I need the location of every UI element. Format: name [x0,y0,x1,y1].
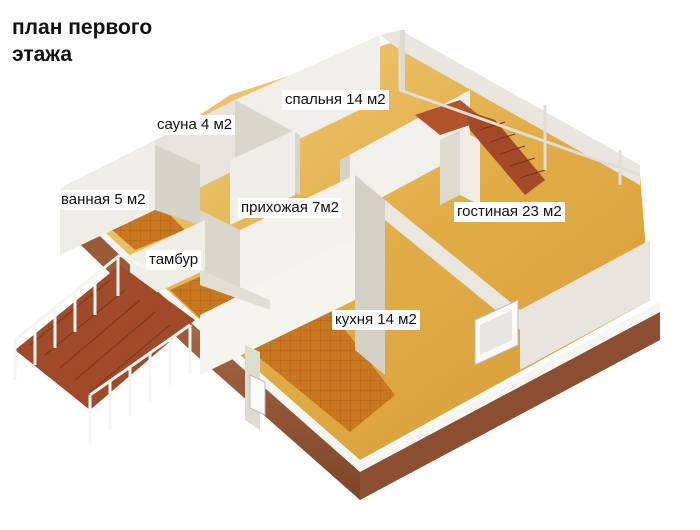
room-label-sauna: сауна 4 м2 [154,115,236,135]
room-label-kitchen: кухня 14 м2 [332,310,420,330]
page-title: план первого этажа [12,14,152,68]
room-label-bathroom: ванная 5 м2 [58,190,149,210]
room-label-vestibule: тамбур [146,250,202,270]
title-line-1: план первого [12,16,153,39]
upper-frame [398,40,641,185]
room-label-hallway: прихожая 7м2 [238,198,343,218]
kitchen-window [474,299,519,366]
title-line-2: этажа [12,43,73,66]
left-window [249,374,266,416]
entrance-staircase [13,253,195,445]
room-label-living-room: гостиная 23 м2 [454,202,565,222]
room-label-bedroom: спальня 14 м2 [282,90,389,110]
interior-staircase [415,100,546,195]
